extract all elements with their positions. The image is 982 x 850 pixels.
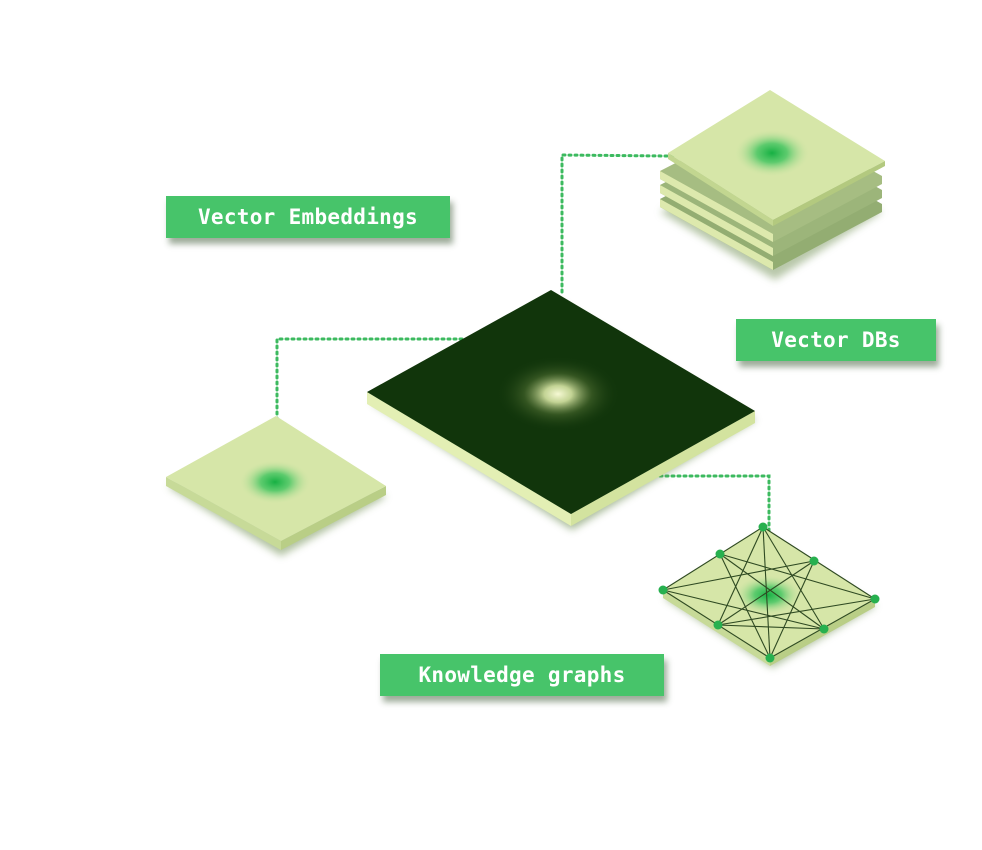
- graph-nodes: [658, 522, 880, 663]
- graph-node: [870, 594, 880, 604]
- stacked-database-plates-icon: [660, 90, 885, 280]
- graph-network-plate-icon: [658, 522, 880, 668]
- graph-node: [758, 522, 768, 532]
- graph-node: [713, 620, 723, 630]
- graph-node: [658, 585, 668, 595]
- vector-dbs-label: Vector DBs: [736, 319, 936, 361]
- graph-node: [765, 653, 775, 663]
- graph-glow: [734, 575, 802, 615]
- graph-node: [809, 556, 819, 566]
- stack-top-plate: [668, 90, 885, 226]
- core-glow: [496, 356, 620, 432]
- core-plate-edge-left: [367, 392, 571, 526]
- knowledge-graphs-label: Knowledge graphs: [380, 654, 664, 696]
- core-plate-edge-right: [571, 411, 755, 526]
- graph-node: [715, 549, 725, 559]
- graph-node: [819, 624, 829, 634]
- stack-glow: [734, 129, 810, 177]
- embedding-plate-icon: [166, 416, 386, 556]
- embedding-plate-side-left: [166, 477, 281, 550]
- embedding-plate-side-right: [281, 486, 386, 550]
- vector-embeddings-label: Vector Embeddings: [166, 196, 450, 238]
- core-platform-plate-icon: [367, 290, 756, 530]
- embedding-glow: [239, 460, 311, 504]
- graph-edges: [662, 526, 876, 659]
